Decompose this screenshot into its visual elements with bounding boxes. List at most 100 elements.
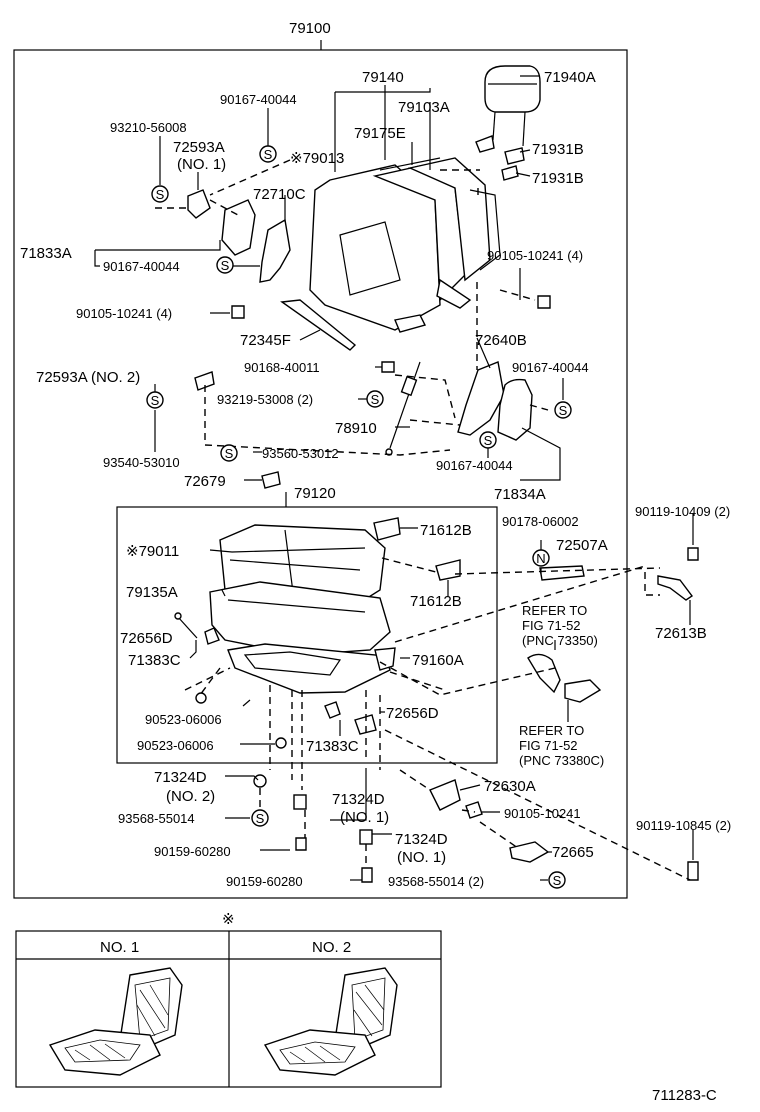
- clip-71383c-b: [324, 701, 341, 719]
- bolt-72656d: [177, 616, 198, 639]
- svg-text:N: N: [536, 551, 545, 566]
- svg-text:S: S: [264, 147, 273, 162]
- hinge-cap-no2: [194, 371, 215, 391]
- svg-text:S: S: [553, 873, 562, 888]
- callout-78910: 78910: [335, 420, 377, 437]
- callout-71834a: 71834A: [494, 486, 546, 503]
- s-symbol: S: [216, 256, 234, 274]
- callout-79120: 79120: [294, 485, 336, 502]
- callout-71931b-b: 71931B: [532, 170, 584, 187]
- callout-72593a-no2: 72593A (NO. 2): [36, 369, 140, 386]
- callout-93568-55014: 93568-55014: [118, 811, 195, 826]
- s-symbol: S: [259, 145, 277, 163]
- callout-79160a: 79160A: [412, 652, 464, 669]
- callout-72507a: 72507A: [556, 537, 608, 554]
- callout-93219-53008: 93219-53008 (2): [217, 392, 313, 407]
- cushion-subassembly-frame: [116, 506, 498, 764]
- refer-pnc-a: (PNC 73350): [522, 633, 598, 648]
- cover-71612b-a: [373, 517, 401, 541]
- callout-72665: 72665: [552, 844, 594, 861]
- callout-93568-55014-2: 93568-55014 (2): [388, 874, 484, 889]
- callout-79135a: 79135A: [126, 584, 178, 601]
- svg-text:S: S: [371, 392, 380, 407]
- callout-79013: ※79013: [290, 150, 344, 167]
- bolt-90119-10845: [687, 861, 699, 881]
- callout-90105-10241-4-right: 90105-10241 (4): [487, 248, 583, 263]
- grommet-71324d-no1-a: [293, 794, 307, 810]
- bolt-90105-right: [537, 295, 551, 309]
- callout-90178-06002: 90178-06002: [502, 514, 579, 529]
- callout-90119-10845: 90119-10845 (2): [636, 818, 731, 833]
- seat-back-illustration: [309, 157, 501, 333]
- callout-71940a: 71940A: [544, 69, 596, 86]
- ring-90523-b: [275, 737, 287, 749]
- release-rod: [389, 361, 421, 449]
- s-symbol: S: [479, 431, 497, 449]
- variant-table: ※ NO. 1 NO. 2: [15, 911, 442, 1088]
- latch-72665: [509, 841, 550, 863]
- callout-79011: ※79011: [126, 543, 179, 560]
- svg-text:S: S: [225, 446, 234, 461]
- callout-72613b: 72613B: [655, 625, 707, 642]
- refer-to-b: REFER TO: [519, 723, 584, 738]
- s-symbol: S: [151, 185, 169, 203]
- refer-fig-b: FIG 71-52: [519, 738, 578, 753]
- svg-text:S: S: [559, 403, 568, 418]
- callout-79175e: 79175E: [354, 125, 406, 142]
- bolt-90119-10409: [687, 547, 699, 561]
- callout-no2-label: (NO. 2): [166, 788, 215, 805]
- callout-no1-label-b: (NO. 1): [340, 809, 389, 826]
- callout-72679: 72679: [184, 473, 226, 490]
- n-symbol: N: [532, 549, 550, 567]
- callout-72710c: 72710C: [253, 186, 306, 203]
- clip-72679: [261, 471, 281, 489]
- callout-71833a: 71833A: [20, 245, 72, 262]
- callout-90167-40044: 90167-40044: [220, 92, 297, 107]
- headrest-illustration: [484, 65, 541, 147]
- ref-hook-73380c: [564, 679, 602, 703]
- callout-71612b-b: 71612B: [410, 593, 462, 610]
- callout-79103a: 79103A: [398, 99, 450, 116]
- bracket-72630a: [429, 779, 461, 811]
- callout-72656d-b: 72656D: [386, 705, 439, 722]
- s-symbol: S: [366, 390, 384, 408]
- seat-variant-no1: [48, 967, 183, 1076]
- callout-90105-10241-4-left: 90105-10241 (4): [76, 306, 172, 321]
- svg-text:S: S: [484, 433, 493, 448]
- callout-93560-53012: 93560-53012: [262, 446, 339, 461]
- grommet-71324d-no1-b: [359, 829, 373, 845]
- callout-71383c-a: 71383C: [128, 652, 181, 669]
- callout-72656d-a: 72656D: [120, 630, 173, 647]
- diagram-id: 711283-C: [652, 1087, 717, 1104]
- callout-90167-40044-c: 90167-40044: [512, 360, 589, 375]
- callout-79140: 79140: [362, 69, 404, 86]
- callout-79100: 79100: [289, 20, 331, 37]
- cable-72507a: [539, 565, 585, 581]
- clip-71383c-a: [204, 627, 220, 645]
- callout-93210-56008: 93210-56008: [110, 120, 187, 135]
- s-symbol: S: [220, 444, 238, 462]
- symbol-markers: S S S S S S S S N S S: [146, 145, 572, 889]
- callout-71383c-b: 71383C: [306, 738, 359, 755]
- callout-90523-06006-b: 90523-06006: [137, 738, 214, 753]
- refer-pnc-b: (PNC 73380C): [519, 753, 604, 768]
- seat-cushion-illustration: [209, 524, 391, 694]
- seat-variant-no2: [263, 967, 398, 1076]
- cover-71612b-b: [435, 559, 461, 581]
- s-symbol: S: [548, 871, 566, 889]
- variant-marker: ※: [222, 911, 235, 928]
- recliner-bracket-left: [259, 218, 291, 283]
- svg-text:S: S: [256, 811, 265, 826]
- callout-no1-label-c: (NO. 1): [397, 849, 446, 866]
- bolt-90159-a: [295, 837, 307, 851]
- refer-fig-a: FIG 71-52: [522, 618, 581, 633]
- callout-72630a: 72630A: [484, 778, 536, 795]
- callout-71612b-a: 71612B: [420, 522, 472, 539]
- callout-72345f: 72345F: [240, 332, 291, 349]
- callout-90119-10409: 90119-10409 (2): [635, 504, 730, 519]
- callout-90105-10241: 90105-10241: [504, 806, 581, 821]
- hinge-cover-right: [497, 378, 533, 441]
- callout-71324d-no2: 71324D: [154, 769, 207, 786]
- ref-hook-73350: [527, 653, 561, 694]
- variant-col-no1: NO. 1: [100, 939, 139, 956]
